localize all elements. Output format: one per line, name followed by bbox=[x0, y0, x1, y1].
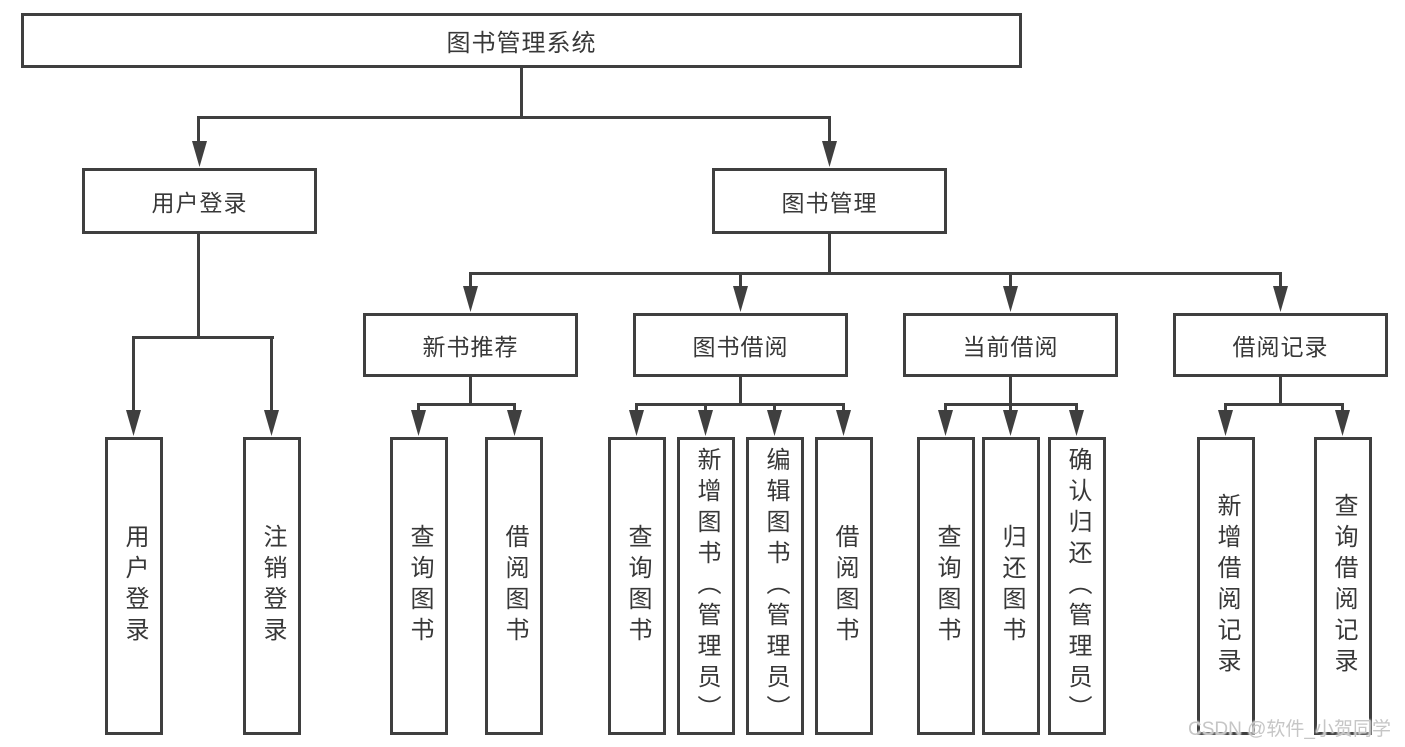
arrow-down-icon bbox=[733, 286, 748, 312]
node-label: 当前借阅 bbox=[962, 334, 1059, 360]
trunk-line bbox=[828, 234, 831, 275]
node-label: 借阅图书 bbox=[501, 524, 528, 648]
node-label: 借阅图书 bbox=[831, 524, 858, 648]
leaf-add-borrow-record: 新增借阅记录 bbox=[1197, 437, 1255, 735]
arrow-down-icon bbox=[1218, 410, 1233, 436]
trunk-line bbox=[1279, 377, 1282, 405]
arrow-down-icon bbox=[507, 410, 522, 436]
drop-line bbox=[1341, 403, 1344, 412]
node-label: 图书管理系统 bbox=[446, 30, 597, 57]
branch-line bbox=[198, 116, 831, 119]
leaf-logout: 注销登录 bbox=[243, 437, 301, 735]
branch-line bbox=[417, 403, 516, 406]
leaf-add-book-admin: 新增图书（管理员） bbox=[677, 437, 735, 735]
node-user-login-module: 用户登录 bbox=[82, 168, 317, 234]
drop-line bbox=[1279, 272, 1282, 288]
leaf-user-login: 用户登录 bbox=[105, 437, 163, 735]
node-label: 借阅记录 bbox=[1232, 334, 1329, 360]
drop-line bbox=[132, 336, 135, 412]
drop-line bbox=[197, 116, 200, 144]
drop-line bbox=[469, 272, 472, 288]
node-book-borrow: 图书借阅 bbox=[633, 313, 848, 377]
node-label: 归还图书 bbox=[998, 524, 1025, 648]
node-label: 用户登录 bbox=[151, 190, 248, 216]
node-label: 用户登录 bbox=[121, 524, 148, 648]
arrow-down-icon bbox=[698, 410, 713, 436]
csdn-watermark: CSDN @软件_小贺同学 bbox=[1188, 719, 1391, 740]
arrow-down-icon bbox=[1069, 410, 1084, 436]
leaf-query-book-2: 查询图书 bbox=[608, 437, 666, 735]
arrow-down-icon bbox=[1003, 286, 1018, 312]
drop-line bbox=[773, 403, 776, 412]
arrow-down-icon bbox=[1273, 286, 1288, 312]
arrow-down-icon bbox=[1335, 410, 1350, 436]
drop-line bbox=[704, 403, 707, 412]
node-borrow-record: 借阅记录 bbox=[1173, 313, 1388, 377]
drop-line bbox=[1009, 403, 1012, 412]
leaf-borrow-book-1: 借阅图书 bbox=[485, 437, 543, 735]
arrow-down-icon bbox=[767, 410, 782, 436]
trunk-line bbox=[469, 377, 472, 405]
arrow-down-icon bbox=[126, 410, 141, 436]
drop-line bbox=[739, 272, 742, 288]
drop-line bbox=[513, 403, 516, 412]
leaf-query-book-3: 查询图书 bbox=[917, 437, 975, 735]
node-label: 新增图书（管理员） bbox=[693, 446, 720, 726]
arrow-down-icon bbox=[822, 141, 837, 167]
arrow-down-icon bbox=[836, 410, 851, 436]
trunk-line bbox=[197, 234, 200, 338]
leaf-borrow-book-2: 借阅图书 bbox=[815, 437, 873, 735]
drop-line bbox=[1224, 403, 1227, 412]
drop-line bbox=[842, 403, 845, 412]
node-book-management-module: 图书管理 bbox=[712, 168, 947, 234]
drop-line bbox=[270, 336, 273, 412]
node-label: 编辑图书（管理员） bbox=[762, 446, 789, 726]
node-label: 查询图书 bbox=[624, 524, 651, 648]
arrow-down-icon bbox=[938, 410, 953, 436]
node-label: 图书管理 bbox=[781, 190, 878, 216]
arrow-down-icon bbox=[629, 410, 644, 436]
drop-line bbox=[635, 403, 638, 412]
leaf-confirm-return-admin: 确认归还（管理员） bbox=[1048, 437, 1106, 735]
arrow-down-icon bbox=[264, 410, 279, 436]
node-label: 新增借阅记录 bbox=[1213, 493, 1240, 679]
node-label: 查询图书 bbox=[933, 524, 960, 648]
trunk-line bbox=[739, 377, 742, 405]
leaf-query-borrow-record: 查询借阅记录 bbox=[1314, 437, 1372, 735]
node-label: 查询借阅记录 bbox=[1330, 493, 1357, 679]
trunk-line bbox=[1009, 377, 1012, 405]
arrow-down-icon bbox=[411, 410, 426, 436]
branch-line bbox=[132, 336, 274, 339]
arrow-down-icon bbox=[463, 286, 478, 312]
node-label: 确认归还（管理员） bbox=[1064, 446, 1091, 726]
arrow-down-icon bbox=[192, 141, 207, 167]
node-label: 图书借阅 bbox=[692, 334, 789, 360]
leaf-query-book-1: 查询图书 bbox=[390, 437, 448, 735]
drop-line bbox=[828, 116, 831, 144]
leaf-edit-book-admin: 编辑图书（管理员） bbox=[746, 437, 804, 735]
branch-line bbox=[635, 403, 845, 406]
node-system-root: 图书管理系统 bbox=[21, 13, 1022, 68]
drop-line bbox=[1009, 272, 1012, 288]
trunk-line bbox=[520, 68, 523, 117]
node-label: 查询图书 bbox=[406, 524, 433, 648]
drop-line bbox=[944, 403, 947, 412]
node-label: 新书推荐 bbox=[422, 334, 519, 360]
arrow-down-icon bbox=[1003, 410, 1018, 436]
leaf-return-book: 归还图书 bbox=[982, 437, 1040, 735]
branch-line bbox=[1224, 403, 1344, 406]
node-new-book-recommend: 新书推荐 bbox=[363, 313, 578, 377]
node-current-borrow: 当前借阅 bbox=[903, 313, 1118, 377]
node-label: 注销登录 bbox=[259, 524, 286, 648]
drop-line bbox=[1075, 403, 1078, 412]
branch-line bbox=[469, 272, 1282, 275]
drop-line bbox=[417, 403, 420, 412]
